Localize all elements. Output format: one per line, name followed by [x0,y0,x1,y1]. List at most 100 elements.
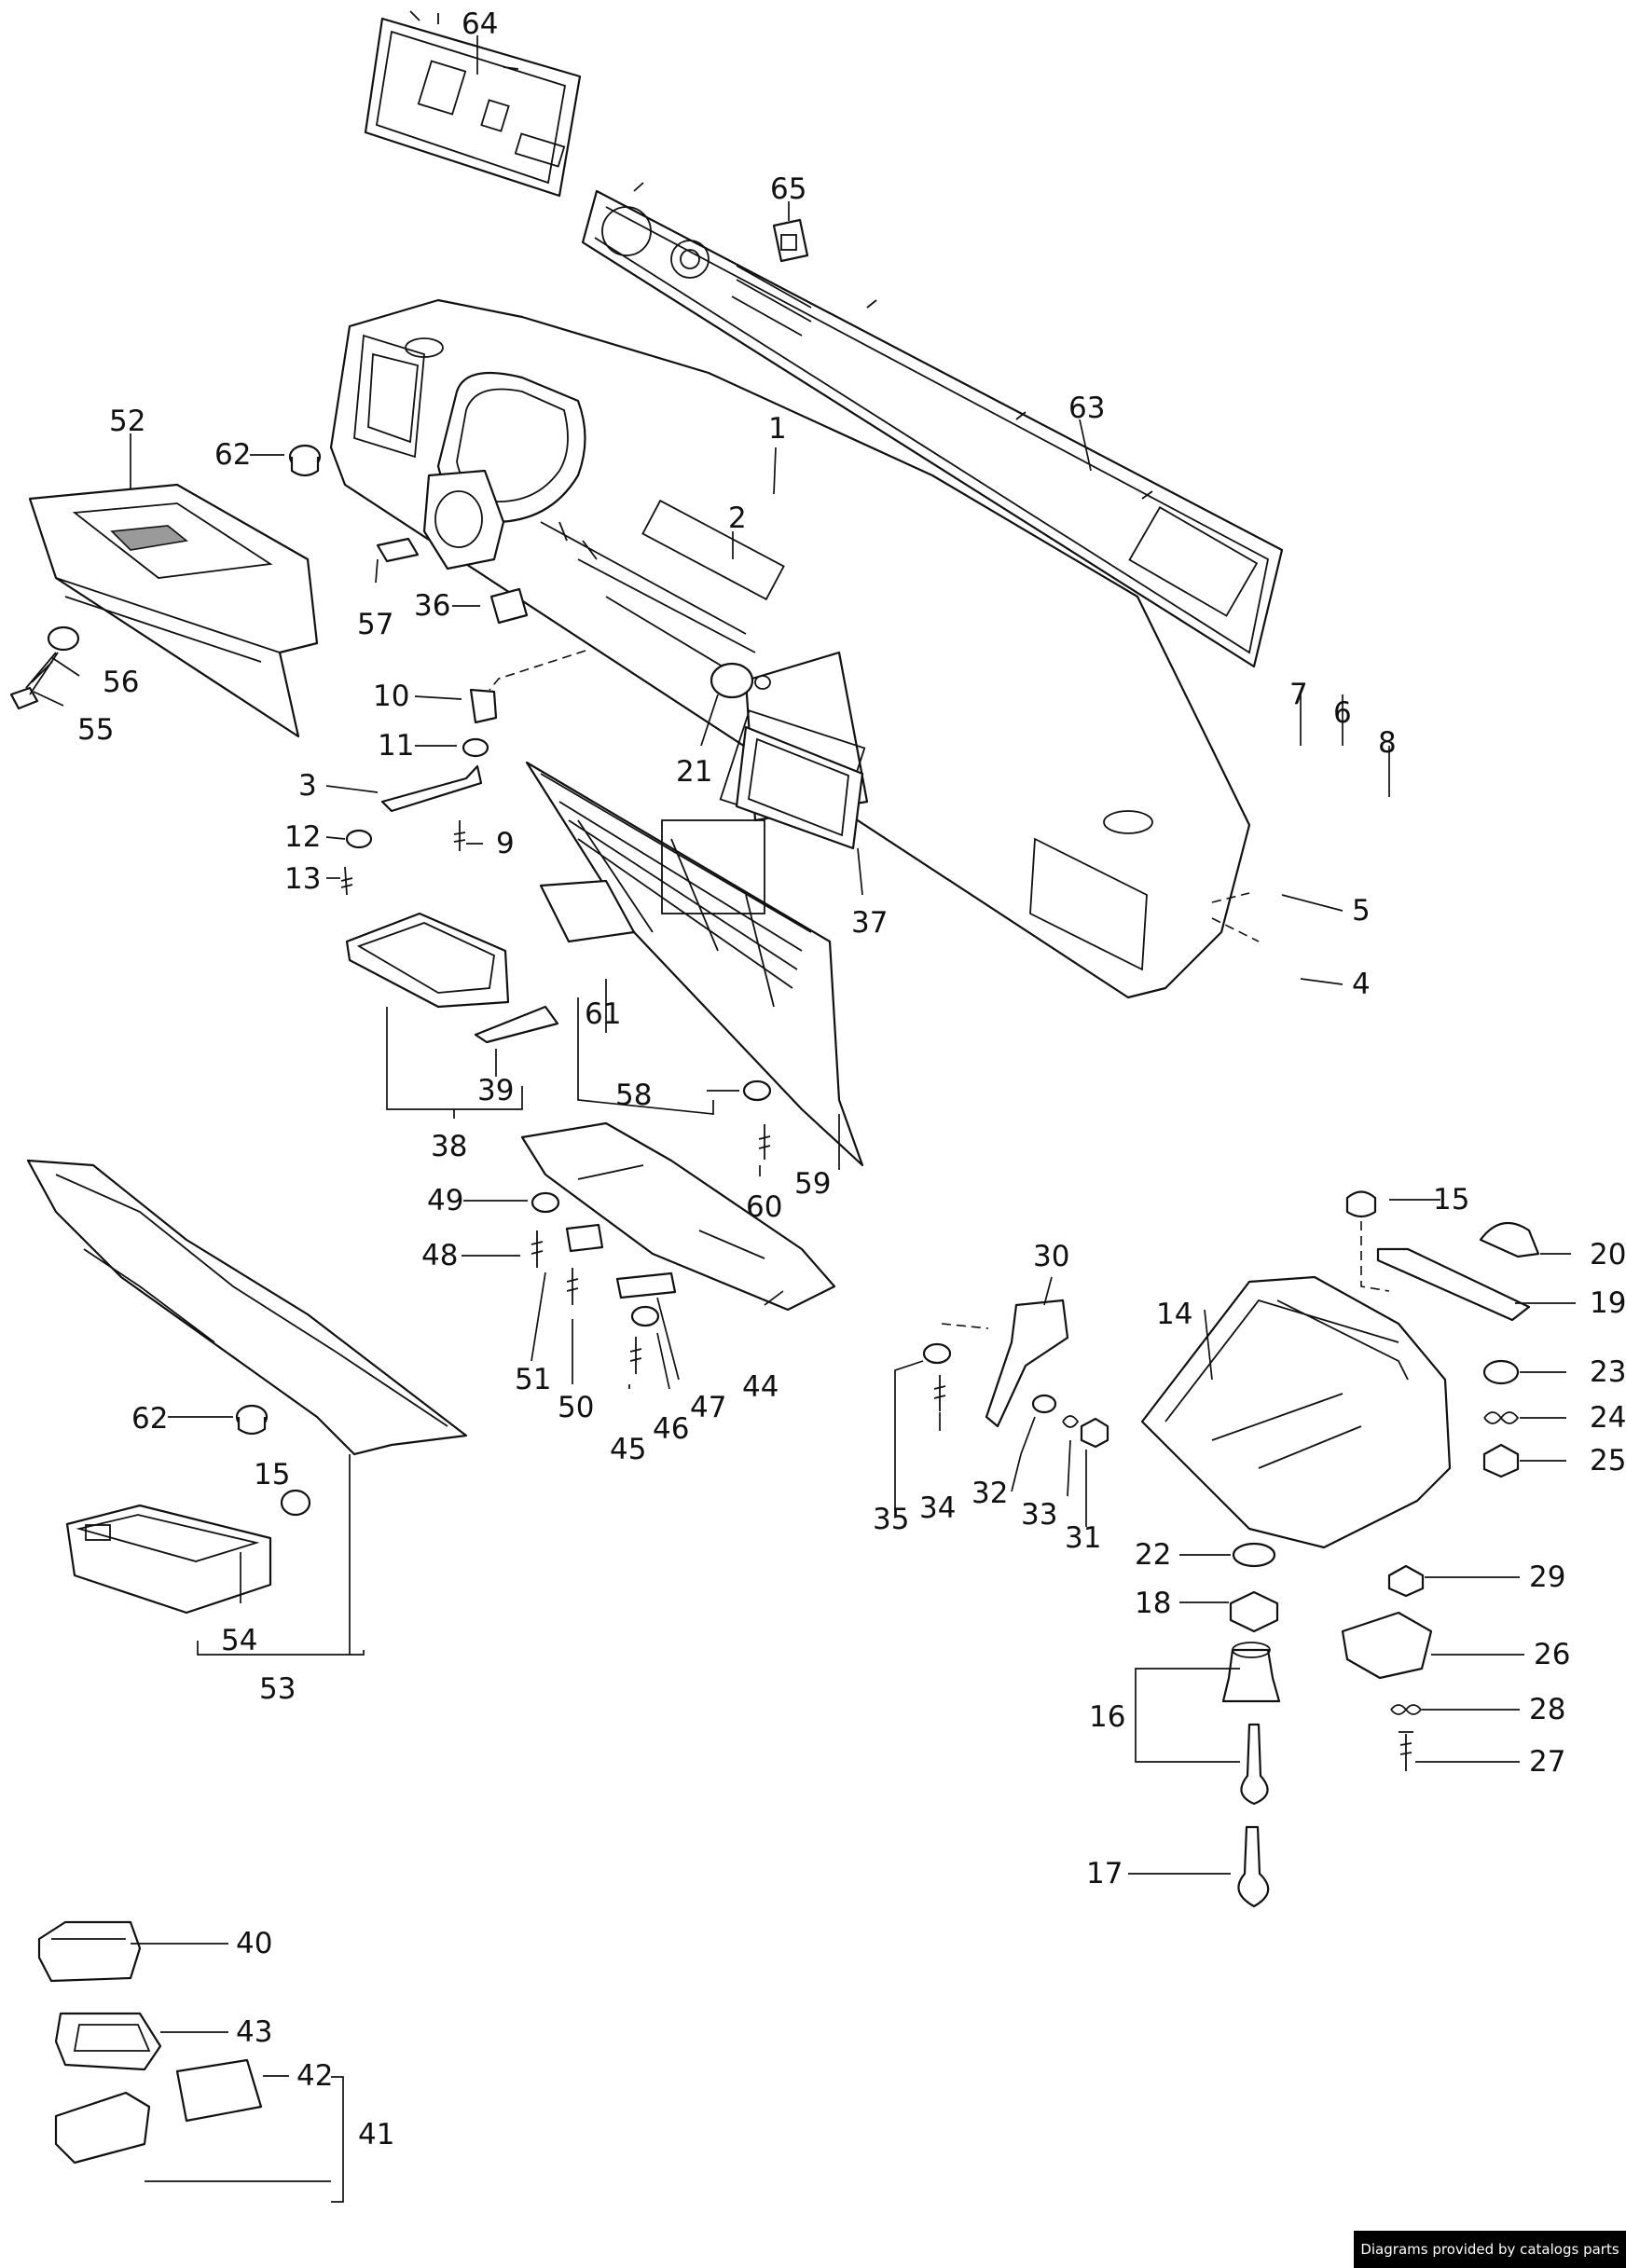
callout-24: 24 [1590,1401,1626,1435]
part-3-bracket [380,764,483,813]
callout-8: 8 [1378,726,1397,760]
bracket-58 [577,997,714,1115]
callout-39: 39 [477,1074,514,1107]
part-32-washer [1031,1394,1057,1414]
callout-47: 47 [690,1391,726,1424]
part-52-glove-box [28,483,319,738]
callout-9: 9 [496,827,515,860]
callout-11: 11 [378,729,414,763]
callout-63: 63 [1068,392,1105,425]
callout-54: 54 [221,1624,257,1657]
callout-64: 64 [462,7,498,41]
assembly-line [941,1323,989,1329]
part-44-upper-trim-panel [520,1121,836,1312]
callout-65: 65 [770,172,806,206]
part-42-cover [175,2058,263,2123]
bracket-41 [145,2076,344,2203]
part-29-nut [1387,1564,1425,1598]
callout-20: 20 [1590,1238,1626,1271]
part-64-trim-panel [364,10,582,198]
part-23-washer [1482,1359,1520,1385]
assembly-line [1360,1221,1390,1292]
callout-16: 16 [1089,1700,1125,1734]
part-63-instrument-cover-strip [581,182,1284,668]
callout-31: 31 [1065,1521,1101,1555]
bracket-53 [197,1454,365,1656]
part-38-storage-tray [345,912,510,1009]
part-13-screw [340,866,353,896]
callout-51: 51 [515,1363,551,1396]
callout-35: 35 [873,1503,909,1536]
callout-18: 18 [1135,1587,1171,1620]
part-55-screw [9,652,59,710]
part-65-clip [772,218,809,263]
bracket-16 [1135,1668,1240,1763]
part-30-bracket [985,1299,1069,1428]
callout-3: 3 [298,769,317,803]
assembly-line [1211,892,1250,903]
part-48-screw [531,1230,544,1268]
callout-12: 12 [284,820,321,854]
callout-60: 60 [746,1190,782,1224]
callout-2: 2 [728,502,747,535]
callout-5: 5 [1352,894,1371,928]
callout-labels: 64 65 63 1 2 52 62 57 36 56 55 10 11 3 1… [77,7,1626,2151]
part-18-nut [1229,1590,1279,1633]
part-27-screw [1399,1731,1413,1771]
part-10-clip [469,688,498,724]
callout-43: 43 [236,2015,272,2049]
callout-50: 50 [558,1391,594,1424]
callout-45: 45 [610,1433,646,1466]
callout-42: 42 [296,2059,333,2093]
callout-19: 19 [1590,1286,1626,1320]
callout-28: 28 [1529,1693,1565,1726]
part-1-dashboard [329,298,1251,999]
callout-22: 22 [1135,1538,1171,1572]
part-40-ashtray-insert [37,1920,142,1983]
callout-56: 56 [103,666,139,699]
callout-61: 61 [585,997,621,1031]
callout-21: 21 [676,755,712,789]
part-17-key [1237,1825,1270,1908]
part-54-ashtray [65,1504,272,1615]
callout-23: 23 [1590,1355,1626,1389]
part-53-side-trim [26,1159,468,1456]
callout-49: 49 [427,1184,463,1217]
callout-52: 52 [109,405,145,438]
callout-41: 41 [358,2118,394,2151]
callout-46: 46 [653,1412,689,1446]
part-36-block [489,587,529,625]
callout-44: 44 [742,1370,779,1404]
part-28-spring-washer [1390,1704,1423,1715]
part-45-screw [629,1337,642,1374]
callout-33: 33 [1021,1498,1057,1532]
callout-15: 15 [1433,1183,1469,1216]
part-31-nut [1080,1417,1109,1449]
callout-4: 4 [1352,968,1371,1001]
part-39-insert [474,1005,559,1044]
callout-27: 27 [1529,1745,1565,1779]
callout-29: 29 [1529,1560,1565,1594]
assembly-line [1211,917,1260,942]
part-24-spring-washer [1483,1411,1520,1424]
callout-32: 32 [971,1477,1008,1510]
part-43-frame [54,2012,162,2071]
callout-26: 26 [1534,1638,1570,1671]
callout-1: 1 [768,412,787,446]
part-11-washer [462,737,489,758]
callout-13: 13 [284,862,321,896]
part-16-lock-cylinder [1221,1642,1281,1703]
part-35-washer [922,1342,952,1365]
part-15-cap-lower [280,1489,311,1517]
callout-38: 38 [431,1130,467,1163]
part-26-latch [1341,1611,1433,1680]
part-9-screw [453,820,466,851]
callout-10: 10 [373,680,409,713]
callout-62: 62 [214,438,251,472]
part-34-screw [933,1375,946,1411]
callout-57: 57 [357,608,393,641]
assembly-line [489,650,586,691]
part-46-washer [630,1305,660,1327]
callout-15b: 15 [254,1458,290,1491]
part-15-cap-upper [1345,1190,1377,1218]
